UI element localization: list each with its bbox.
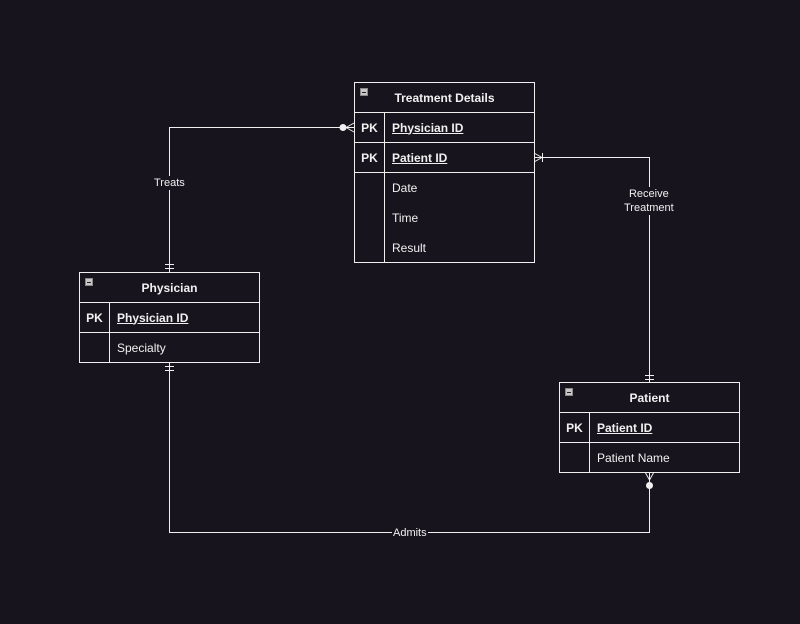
collapse-icon[interactable]	[360, 88, 368, 96]
attribute-row[interactable]: Specialty	[80, 333, 259, 363]
key-cell	[355, 233, 385, 263]
entity-header[interactable]: Treatment Details	[355, 83, 534, 113]
field-name: Specialty	[117, 341, 166, 355]
key-cell	[355, 173, 385, 203]
attribute-row[interactable]: Patient Name	[560, 443, 739, 473]
label-receive-treatment: Receive Treatment	[623, 187, 675, 215]
entity-treatment-details[interactable]: Treatment Details PK Physician ID PK Pat…	[354, 82, 535, 263]
marker-treats-zero-many	[345, 122, 355, 133]
entity-header[interactable]: Patient	[560, 383, 739, 413]
field-name: Physician ID	[117, 310, 189, 325]
collapse-icon[interactable]	[85, 278, 93, 286]
marker-receive-one-many	[533, 152, 543, 163]
field-name: Physician ID	[392, 120, 464, 135]
key-cell: PK	[80, 303, 110, 332]
label-admits: Admits	[392, 526, 428, 540]
attribute-row[interactable]: Result	[355, 233, 534, 263]
edge-receive-treatment	[534, 157, 650, 382]
key-cell: PK	[560, 413, 590, 442]
field-name: Time	[392, 211, 419, 225]
attribute-row[interactable]: PK Patient ID	[560, 413, 739, 443]
entity-title: Treatment Details	[394, 90, 495, 105]
label-receive-line1: Receive	[628, 188, 669, 200]
entity-title: Physician	[141, 280, 198, 295]
label-treats: Treats	[153, 176, 186, 190]
attribute-row[interactable]: PK Patient ID	[355, 143, 534, 173]
field-name: Patient ID	[597, 420, 653, 435]
attribute-row[interactable]: PK Physician ID	[80, 303, 259, 333]
marker-receive-one-only	[645, 375, 654, 380]
field-name: Result	[392, 241, 427, 255]
entity-physician[interactable]: Physician PK Physician ID Specialty	[79, 272, 260, 363]
marker-admits-zero-many	[644, 471, 655, 481]
field-name: Patient ID	[392, 150, 448, 165]
marker-treats-one-only	[165, 264, 174, 269]
key-cell	[80, 333, 110, 363]
key-cell	[560, 443, 590, 473]
entity-title: Patient	[629, 390, 670, 405]
edge-treats	[169, 127, 354, 272]
marker-treats-circle	[339, 124, 347, 131]
attribute-row[interactable]: Date	[355, 173, 534, 203]
entity-header[interactable]: Physician	[80, 273, 259, 303]
entity-patient[interactable]: Patient PK Patient ID Patient Name	[559, 382, 740, 473]
field-name: Patient Name	[597, 451, 670, 465]
label-receive-line2: Treatment	[624, 202, 674, 214]
key-cell: PK	[355, 113, 385, 142]
key-cell: PK	[355, 143, 385, 172]
attribute-row[interactable]: Time	[355, 203, 534, 233]
field-name: Date	[392, 181, 418, 195]
marker-admits-one-only	[165, 366, 174, 371]
marker-admits-circle	[646, 482, 653, 489]
collapse-icon[interactable]	[565, 388, 573, 396]
attribute-row[interactable]: PK Physician ID	[355, 113, 534, 143]
key-cell	[355, 203, 385, 233]
